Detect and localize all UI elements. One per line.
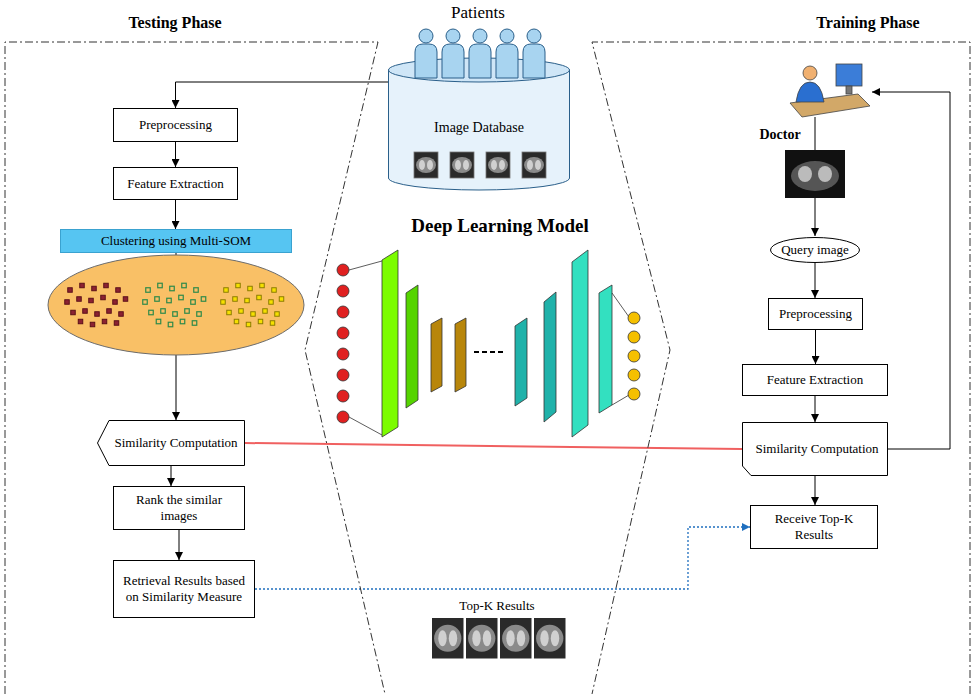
similarity-box: Similarity Computation	[742, 422, 888, 476]
node-text: Query image	[781, 242, 849, 258]
query-ellipse: Query image	[770, 237, 860, 263]
group-label: Patients	[451, 3, 505, 23]
clustering-band: Clustering using Multi-SOM	[60, 229, 292, 253]
connector	[175, 142, 176, 167]
connector	[815, 263, 816, 298]
patient-icon	[523, 29, 545, 78]
patient-icon	[442, 29, 464, 78]
node-text: Feature Extraction	[767, 372, 863, 388]
connector	[175, 200, 176, 229]
patient-icon	[469, 29, 491, 78]
patient-icon	[496, 29, 518, 78]
phase-title: Testing Phase	[128, 13, 221, 32]
database-cylinder: Image Database	[388, 58, 570, 190]
process-box: Retrieval Results based on Similarity Me…	[113, 560, 255, 618]
cluster-illustration	[48, 255, 304, 355]
node-text: Preprocessing	[139, 117, 212, 133]
node-text: Preprocessing	[779, 306, 852, 322]
node-text: Similarity Computation	[114, 435, 237, 451]
node-text: Image Database	[434, 120, 524, 137]
patient-icon	[415, 29, 437, 78]
process-box: Rank the similar images	[113, 486, 245, 530]
testing-region	[5, 42, 385, 694]
connector	[815, 476, 816, 505]
topk-thumbnails	[432, 618, 566, 659]
image-arrow	[815, 198, 816, 236]
connector	[176, 82, 389, 108]
similarity-box: Similarity Computation	[97, 420, 245, 466]
node-text: Retrieval Results based on Similarity Me…	[122, 573, 246, 604]
node-text: Similarity Computation	[755, 441, 878, 457]
doctor-link	[815, 117, 816, 150]
connector	[245, 443, 742, 449]
phase-title: Training Phase	[816, 13, 919, 32]
doctor-icon	[790, 64, 870, 117]
result-label: Top-K Results	[459, 598, 534, 614]
process-box: Preprocessing	[768, 298, 863, 330]
query-ct-image	[785, 150, 845, 198]
node-text: Receive Top-K Results	[759, 511, 869, 542]
process-box: Feature Extraction	[113, 167, 238, 200]
node-text: Feature Extraction	[127, 176, 223, 192]
process-box: Preprocessing	[113, 108, 238, 142]
model-title: Deep Learning Model	[411, 215, 588, 238]
connector	[171, 466, 172, 486]
training-region	[592, 42, 970, 694]
connector	[815, 330, 816, 364]
node-text: Clustering using Multi-SOM	[101, 233, 251, 249]
node-text: Rank the similar images	[122, 492, 236, 523]
process-box: Feature Extraction	[742, 364, 888, 396]
result-box: Receive Top-K Results	[750, 505, 878, 549]
connector	[815, 396, 816, 422]
connector	[255, 527, 750, 589]
connector	[179, 530, 180, 560]
neural-network	[337, 250, 640, 437]
actor-label: Doctor	[759, 127, 800, 144]
